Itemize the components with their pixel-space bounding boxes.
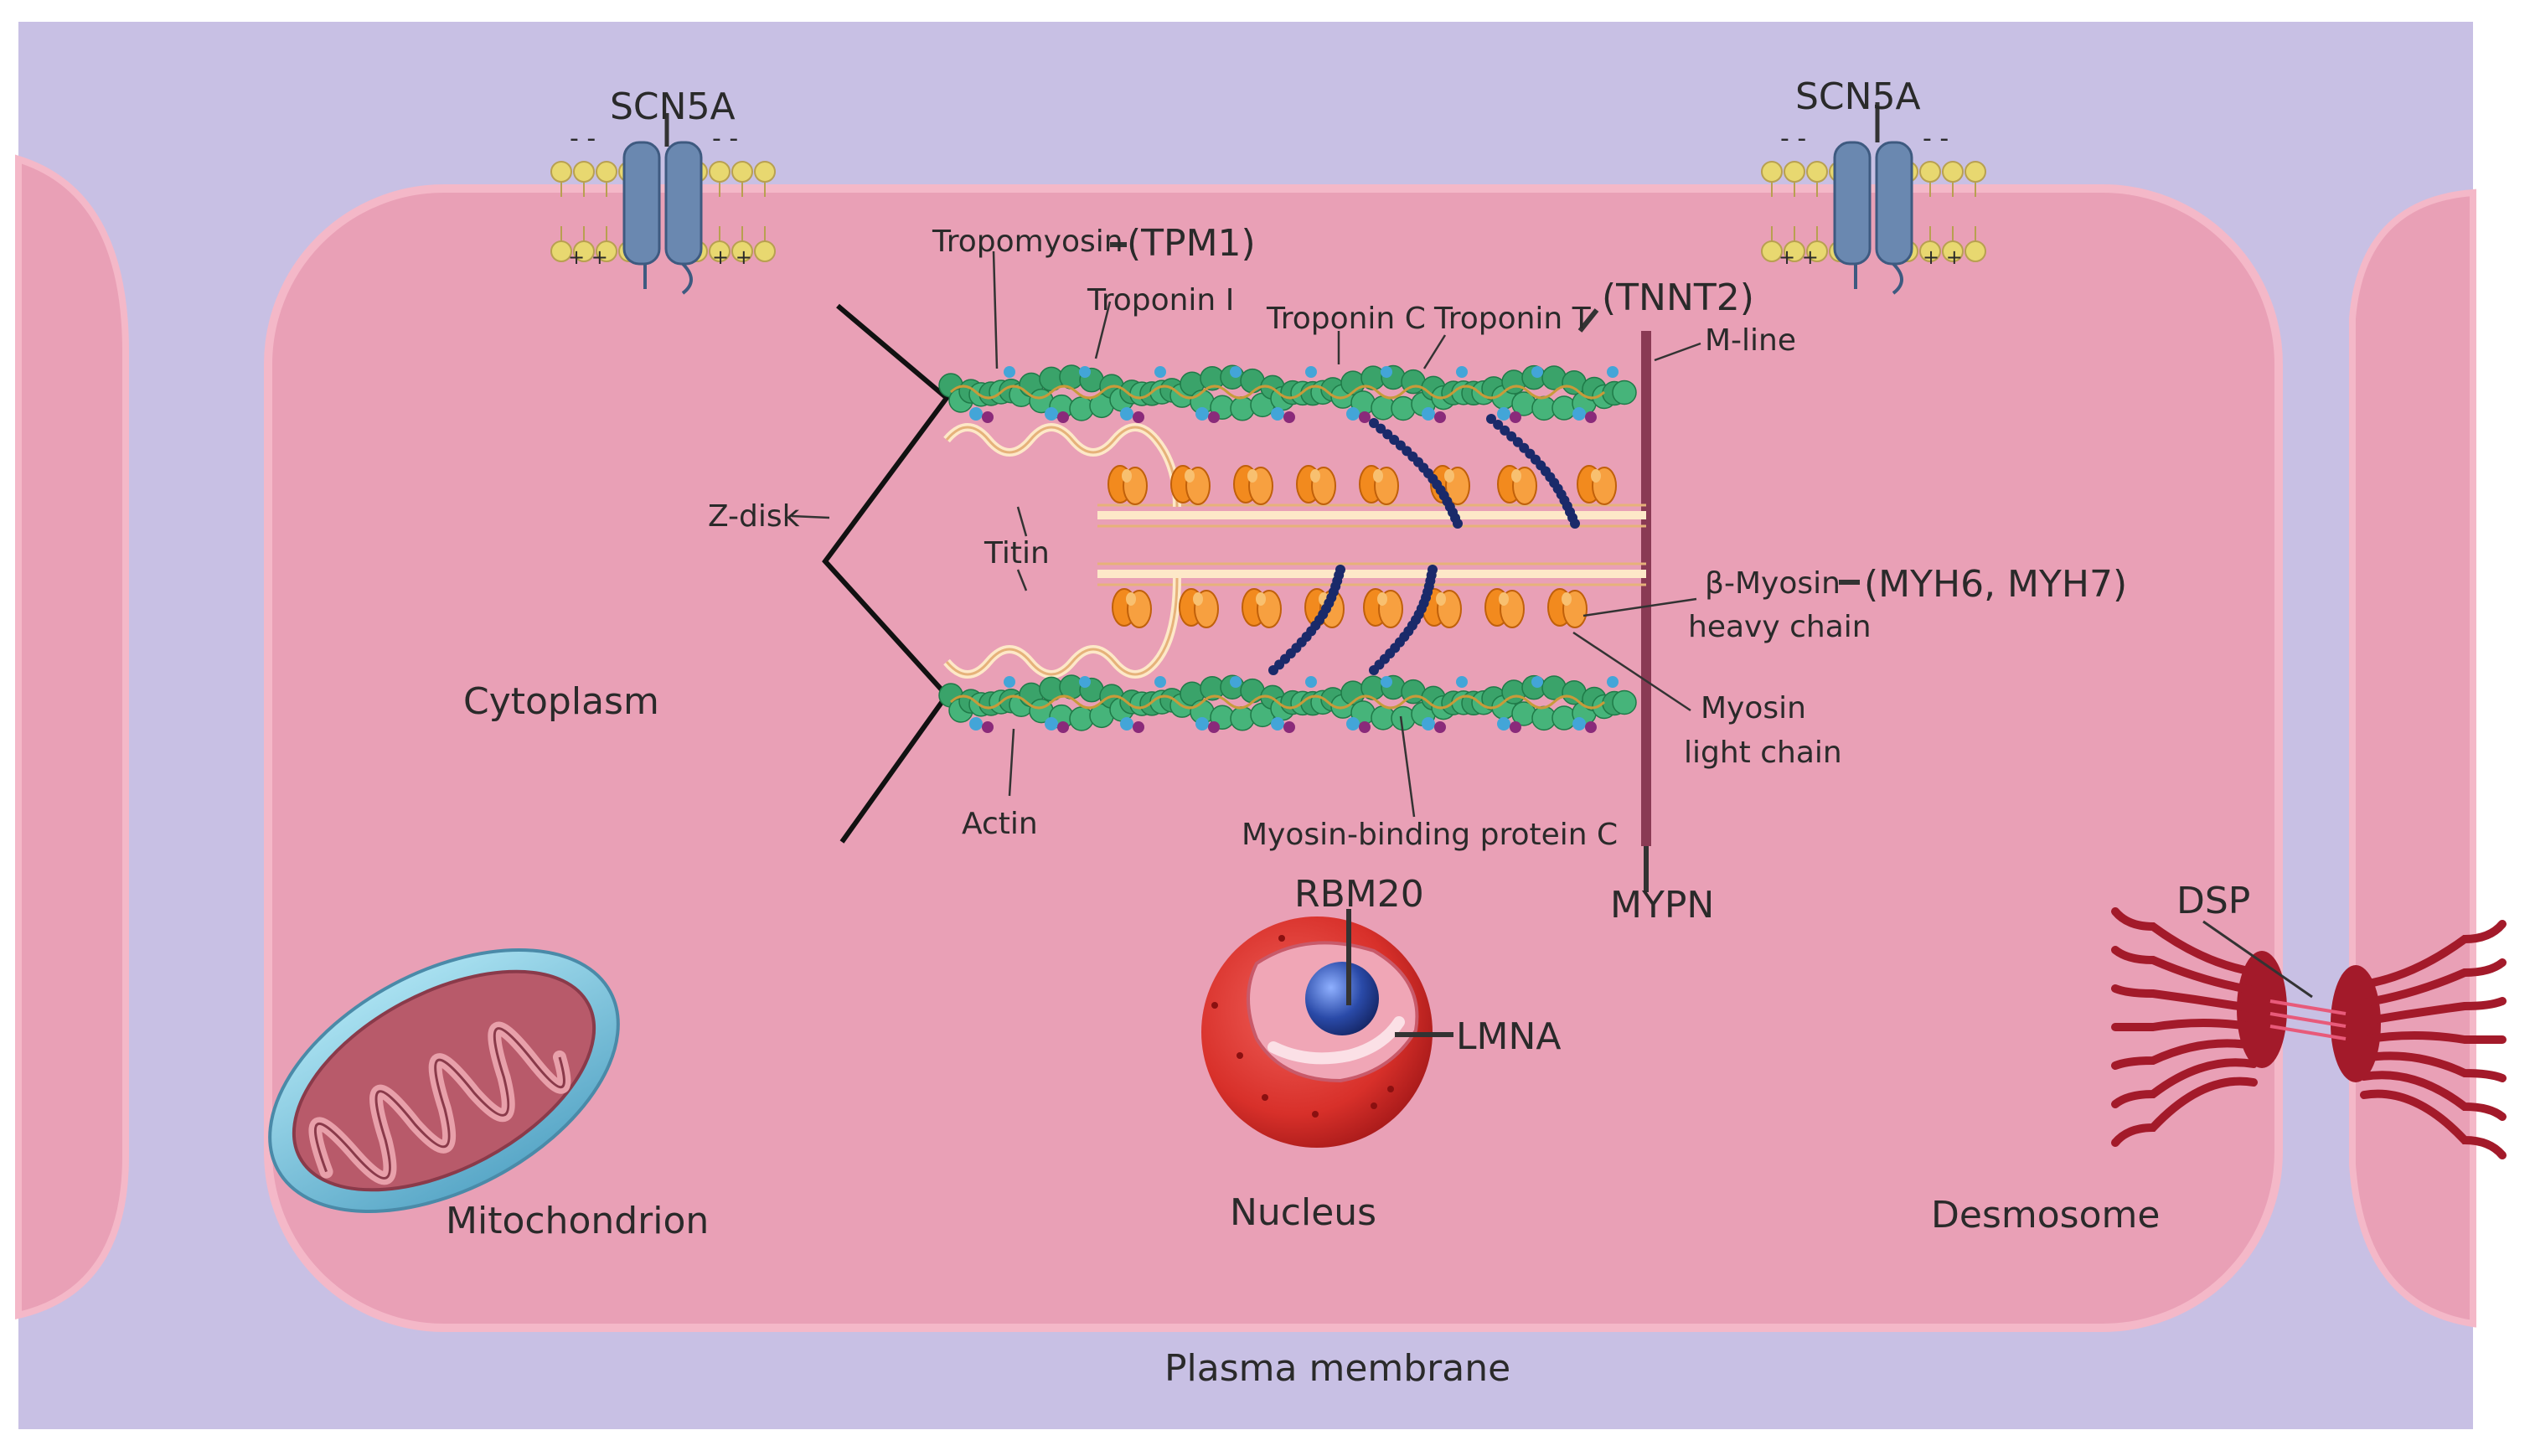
myosin-binding-protein-c-chains	[1268, 414, 1580, 675]
desmosome-plaque-right	[2331, 965, 2381, 1082]
svg-text:- -: - -	[1923, 124, 1949, 153]
nucleus	[1201, 916, 1433, 1148]
svg-text:- -: - -	[570, 124, 596, 153]
label-troponin-t: Troponin T	[1433, 302, 1592, 336]
label-z-disk: Z-disk	[708, 499, 800, 534]
label-mitochondrion: Mitochondrion	[446, 1200, 709, 1242]
titin-upper-edge	[945, 426, 1179, 508]
svg-text:+ +: + +	[1923, 245, 1963, 269]
svg-text:+ +: + +	[568, 245, 608, 269]
label-rbm20: RBM20	[1294, 873, 1424, 916]
label-lmna: LMNA	[1456, 1015, 1562, 1058]
thin-filament-lower	[938, 674, 1637, 733]
svg-text:- -: - -	[1780, 124, 1806, 153]
label-troponin-c: Troponin C	[1266, 302, 1426, 336]
main-cell	[264, 184, 2283, 1332]
label-titin: Titin	[984, 536, 1050, 571]
scn5a-channel-left: - - - - + + + +	[550, 124, 776, 295]
label-m-line: M-line	[1705, 323, 1796, 358]
left-neighbor-cell	[15, 154, 129, 1320]
label-scn5a-right: SCN5A	[1795, 75, 1921, 118]
right-neighbor-cell	[2349, 188, 2476, 1328]
thin-filament-upper	[938, 364, 1637, 423]
label-nucleus: Nucleus	[1230, 1191, 1376, 1234]
mitochondrion	[268, 948, 620, 1213]
label-mypn: MYPN	[1610, 884, 1714, 927]
svg-text:+ +: + +	[1779, 245, 1819, 269]
label-tnnt2: (TNNT2)	[1602, 276, 1754, 319]
svg-text:+ +: + +	[712, 245, 752, 269]
thick-filament-upper	[1097, 503, 1646, 528]
desmosome-plaque-left	[2237, 951, 2287, 1068]
myosin-heads	[1107, 465, 1617, 628]
label-desmosome: Desmosome	[1931, 1194, 2160, 1237]
label-cytoplasm: Cytoplasm	[463, 680, 659, 723]
desmosome	[2111, 907, 2507, 1159]
label-dsp: DSP	[2176, 880, 2250, 922]
label-tpm1: (TPM1)	[1127, 222, 1256, 265]
label-troponin-i: Troponin I	[1087, 283, 1234, 318]
svg-text:- -: - -	[712, 124, 738, 153]
label-mybpc: Myosin-binding protein C	[1242, 818, 1618, 852]
label-myosin: Myosin	[1701, 691, 1806, 725]
thick-filament-lower	[1097, 562, 1646, 586]
label-heavy-chain: heavy chain	[1688, 610, 1872, 644]
label-plasma-membrane: Plasma membrane	[1164, 1347, 1510, 1390]
label-myh: (MYH6, MYH7)	[1864, 563, 2127, 606]
titin-lower-edge	[945, 577, 1179, 676]
label-actin: Actin	[962, 807, 1038, 841]
label-tropomyosin: Tropomyosin	[932, 225, 1123, 259]
z-disk-line	[822, 303, 951, 844]
scn5a-channel-right: - - - - + + + +	[1761, 124, 1986, 295]
leader-lines	[664, 102, 2313, 1037]
label-light-chain: light chain	[1684, 736, 1842, 770]
label-scn5a-left: SCN5A	[610, 85, 736, 128]
label-beta-myosin: β-Myosin	[1705, 566, 1841, 601]
nucleolus	[1305, 962, 1379, 1035]
sarcomere	[822, 303, 1651, 846]
